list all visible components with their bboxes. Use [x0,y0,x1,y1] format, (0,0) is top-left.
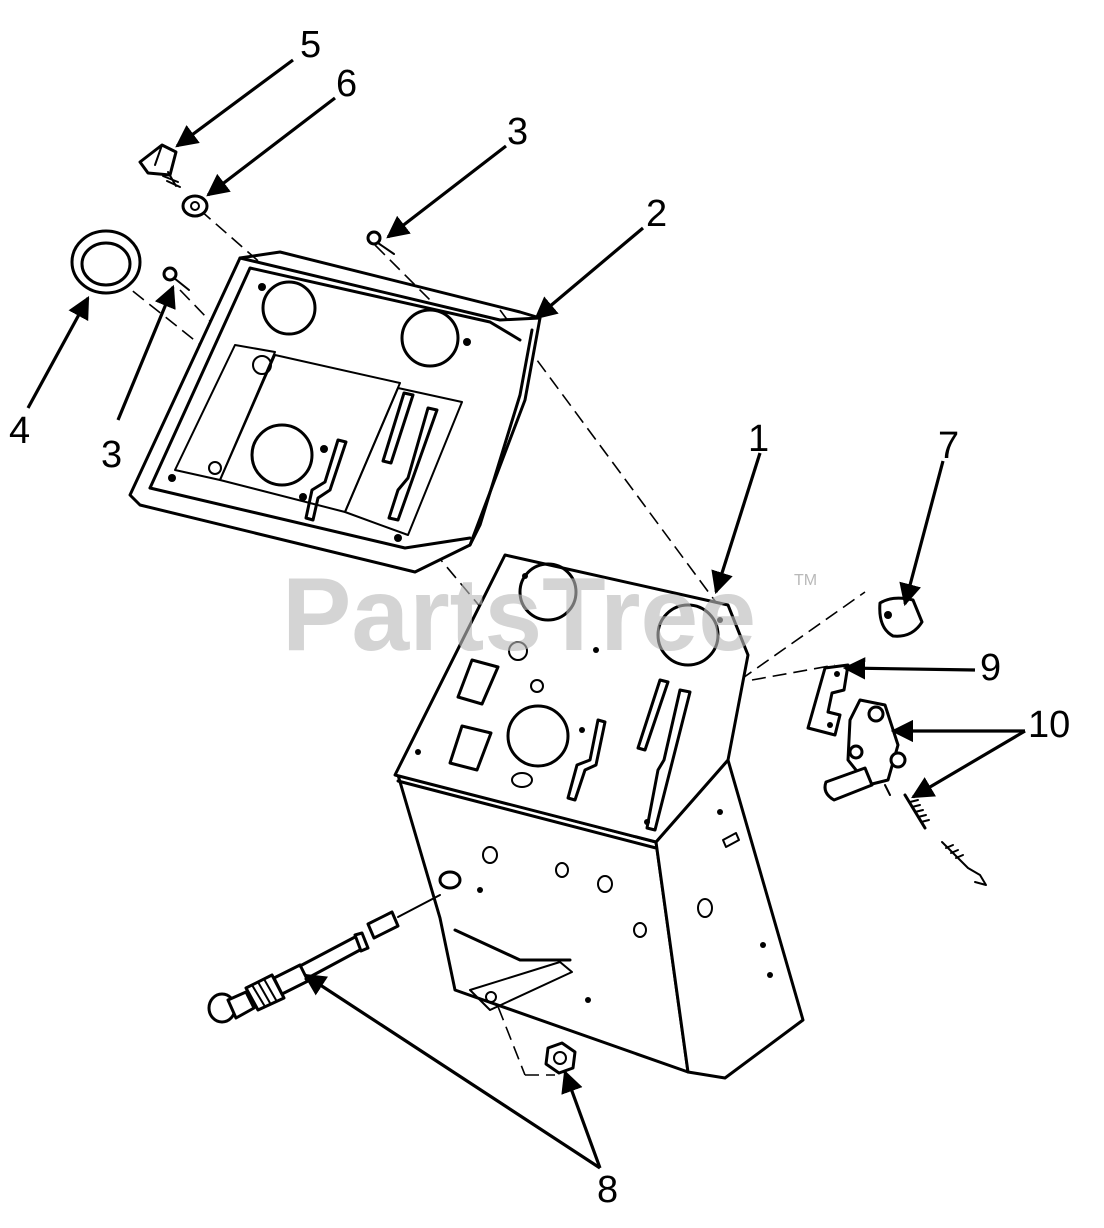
latch-assembly-part [823,698,987,886]
callout-labels: 5 6 3 2 4 3 1 7 9 10 8 [9,24,1070,1211]
screw-part-lower [162,266,190,291]
callout-8: 8 [597,1169,618,1211]
knob-part [138,143,181,188]
callout-4: 4 [9,410,30,452]
clip-part [878,596,924,638]
callout-1: 1 [748,418,769,460]
watermark-trademark: TM [794,572,817,589]
washer-part [181,194,209,218]
bracket-part [806,663,850,737]
callout-6: 6 [336,63,357,105]
callout-arrows [26,58,1026,1170]
callout-3-upper: 3 [507,111,528,153]
screw-part-upper [366,230,395,255]
callout-7: 7 [938,425,959,467]
callout-2: 2 [646,193,667,235]
callout-10: 10 [1028,704,1070,746]
main-console-part [393,553,805,1080]
watermark-text: PartsTree [282,557,756,673]
choke-cable-part [207,870,462,1024]
callout-5: 5 [300,24,321,66]
hex-nut-part [544,1041,577,1075]
callout-3-lower: 3 [101,434,122,476]
watermark: PartsTree TM [282,557,817,673]
ring-grommet-part [70,229,142,295]
callout-9: 9 [980,647,1001,689]
dash-panel-part [128,250,542,574]
